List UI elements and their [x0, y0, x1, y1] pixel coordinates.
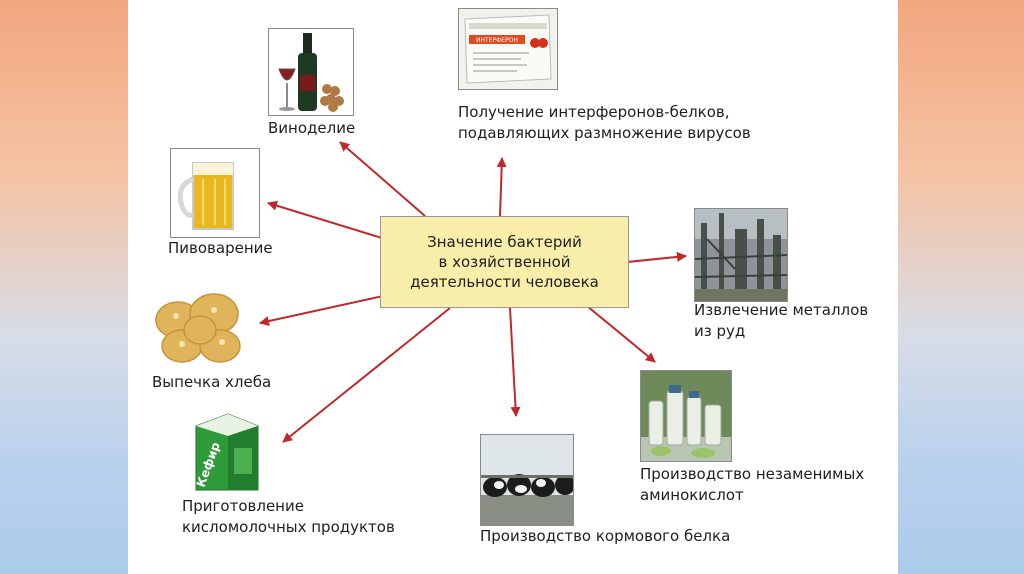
left-decor-band: [0, 0, 128, 574]
center-concept-box: Значение бактерий в хозяйственной деятел…: [380, 216, 629, 308]
bread-icon: [152, 280, 244, 368]
label-bread: Выпечка хлеба: [152, 373, 272, 391]
right-decor-band: [898, 0, 1024, 574]
cows-icon: [480, 434, 574, 526]
label-interferon: Получение интерферонов-белков, подавляющ…: [458, 103, 751, 142]
label-feed-protein: Производство кормового белка: [480, 527, 731, 545]
wine-bottle-icon: [268, 28, 354, 116]
label-brewing: Пивоварение: [168, 239, 273, 257]
arrow-to-interferon: [496, 157, 507, 217]
interferon-package-icon: ИНТЕРФЕРОН: [458, 8, 558, 90]
arrow-to-amino-acids: [586, 305, 656, 363]
arrow-to-metals: [626, 251, 687, 263]
label-amino-acids: Производство незаменимых аминокислот: [640, 465, 865, 504]
arrow-to-dairy: [282, 307, 451, 443]
bottles-icon: [640, 370, 732, 462]
label-winemaking: Виноделие: [268, 119, 356, 137]
label-dairy: Приготовление кисломолочных продуктов: [182, 497, 395, 536]
industrial-plant-icon: [694, 208, 788, 302]
kefir-carton-icon: Кефир: [182, 404, 272, 494]
label-metals: Извлечение металлов из руд: [694, 301, 869, 340]
center-concept-text: Значение бактерий в хозяйственной деятел…: [410, 233, 599, 291]
beer-mug-icon: [170, 148, 260, 238]
arrow-to-brewing: [267, 200, 383, 239]
interferon-package-text: ИНТЕРФЕРОН: [476, 37, 518, 44]
arrow-to-bread: [259, 295, 384, 326]
arrow-to-feed-protein: [509, 307, 521, 417]
arrow-to-winemaking: [339, 141, 426, 217]
